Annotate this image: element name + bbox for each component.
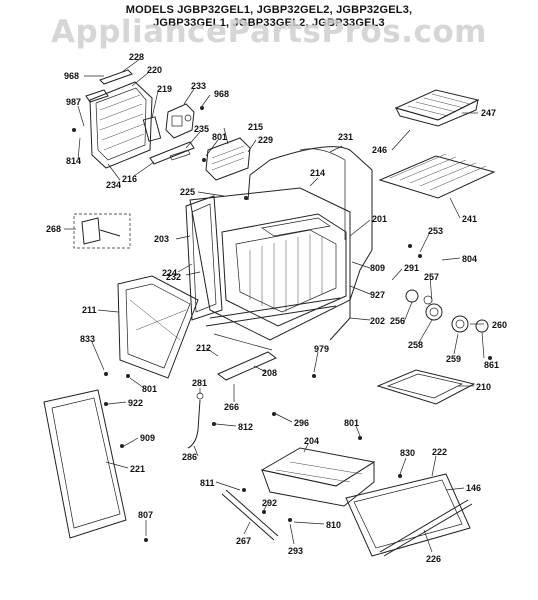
bottom-bar-208 — [217, 351, 277, 381]
callout-202: 202 — [370, 316, 385, 326]
callout-204: 204 — [304, 436, 319, 446]
callout-804: 804 — [462, 254, 477, 264]
igniter-219 — [142, 116, 162, 142]
callout-labels: 228 968 220 987 219 233 968 247 814 234 … — [46, 52, 507, 564]
callout-258: 258 — [408, 340, 423, 350]
callout-291: 291 — [404, 263, 419, 273]
callout-257: 257 — [424, 272, 439, 282]
callout-812: 812 — [238, 422, 253, 432]
drip-tray-210 — [376, 369, 476, 405]
callout-241: 241 — [462, 214, 477, 224]
drawer-rail-267 — [221, 489, 279, 541]
callout-833: 833 — [80, 334, 95, 344]
drawer-rail-226 — [379, 499, 473, 557]
callout-208: 208 — [262, 368, 277, 378]
title-line-1: MODELS JGBP32GEL1, JGBP32GEL2, JGBP32GEL… — [125, 4, 413, 16]
top-bracket-228 — [85, 69, 133, 103]
callout-215: 215 — [248, 122, 263, 132]
callout-247: 247 — [481, 108, 496, 118]
callout-811: 811 — [200, 478, 215, 488]
harness-216-235 — [149, 141, 195, 165]
callout-226: 226 — [426, 554, 441, 564]
callout-224: 224 — [162, 268, 177, 278]
leader-lines — [64, 58, 485, 553]
callout-221: 221 — [130, 464, 145, 474]
callout-234: 234 — [106, 180, 121, 190]
broil-burner-215 — [205, 137, 251, 181]
callout-233: 233 — [191, 81, 206, 91]
control-knobs — [405, 289, 489, 333]
rails-209-202 — [205, 297, 341, 351]
callout-266: 266 — [224, 402, 239, 412]
callout-830: 830 — [400, 448, 415, 458]
callout-809: 809 — [370, 263, 385, 273]
callout-968: 968 — [214, 89, 229, 99]
callout-292: 292 — [262, 498, 277, 508]
callout-268: 268 — [46, 224, 61, 234]
callout-801: 801 — [212, 132, 227, 142]
callout-259: 259 — [446, 354, 461, 364]
callout-801: 801 — [142, 384, 157, 394]
callout-246: 246 — [372, 145, 387, 155]
callout-801: 801 — [344, 418, 359, 428]
callout-219: 219 — [157, 84, 172, 94]
callout-296: 296 — [294, 418, 309, 428]
callout-235: 235 — [194, 124, 209, 134]
callout-861: 861 — [484, 360, 499, 370]
callout-909: 909 — [140, 433, 155, 443]
storage-drawer-204 — [260, 447, 376, 507]
callout-146: 146 — [466, 483, 481, 493]
callout-807: 807 — [138, 510, 153, 520]
callout-216: 216 — [122, 174, 137, 184]
oven-door-221 — [43, 389, 127, 539]
callout-927: 927 — [370, 290, 385, 300]
oven-rack-241 — [378, 153, 496, 199]
callout-814: 814 — [66, 156, 81, 166]
callout-228: 228 — [129, 52, 144, 62]
callout-229: 229 — [258, 135, 273, 145]
callout-968: 968 — [64, 71, 79, 81]
valve-233 — [165, 103, 195, 139]
title-line-2: JGBP33GEL1, JGBP33GEL2, JGBP33GEL3 — [153, 17, 385, 29]
callout-225: 225 — [180, 187, 195, 197]
callout-203: 203 — [154, 234, 169, 244]
callout-267: 267 — [236, 536, 251, 546]
callout-281: 281 — [192, 378, 207, 388]
callout-260: 260 — [492, 320, 507, 330]
hinge-281-286 — [187, 392, 204, 449]
burner-box-assembly — [89, 81, 153, 169]
callout-253: 253 — [428, 226, 443, 236]
callout-231: 231 — [338, 132, 353, 142]
outer-wrapper-231 — [247, 146, 373, 341]
callout-210: 210 — [476, 382, 491, 392]
broil-pan-247 — [394, 89, 480, 127]
callout-211: 211 — [82, 305, 97, 315]
door-inner-211 — [117, 275, 199, 379]
callout-810: 810 — [326, 520, 341, 530]
callout-293: 293 — [288, 546, 303, 556]
callout-220: 220 — [147, 65, 162, 75]
callout-922: 922 — [128, 398, 143, 408]
callout-286: 286 — [182, 452, 197, 462]
front-frame-203 — [185, 195, 223, 321]
callout-214: 214 — [310, 168, 325, 178]
screws — [72, 106, 492, 542]
drawer-panel-222 — [345, 473, 471, 557]
callout-987: 987 — [66, 97, 81, 107]
callout-201: 201 — [372, 214, 387, 224]
callout-256: 256 — [390, 316, 405, 326]
inset-bracket-268 — [73, 213, 131, 249]
callout-979: 979 — [314, 344, 329, 354]
callout-212: 212 — [196, 343, 211, 353]
callout-232: 232 — [166, 272, 181, 282]
oven-liner-cavity — [189, 187, 351, 341]
callout-222: 222 — [432, 447, 447, 457]
